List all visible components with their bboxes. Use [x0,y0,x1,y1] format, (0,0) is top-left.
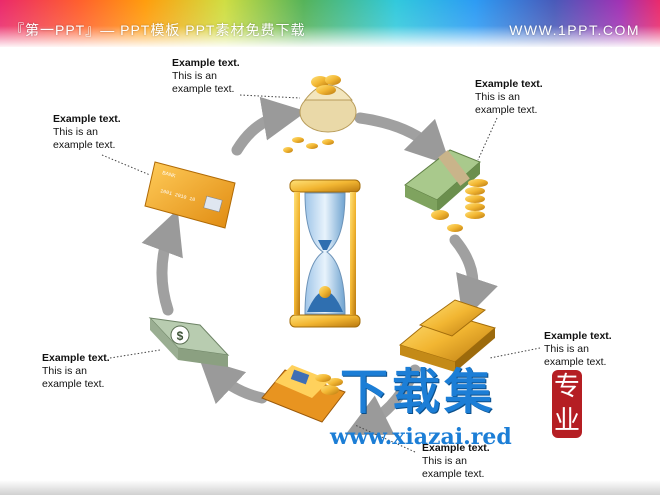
callout-title: Example text. [422,442,490,454]
leader-lines [101,94,541,453]
watermark-url: www.xiazai.red [330,424,512,450]
header-url: WWW.1PPT.COM [509,22,640,38]
watermark-text: 下载集 [340,364,497,420]
callout-title: Example text. [172,57,240,69]
callout-title: Example text. [42,352,110,364]
leader-top-right [477,117,498,161]
callout-line: This is an [475,91,520,103]
callout-title: Example text. [544,330,612,342]
money-bag-icon [283,75,357,153]
leader-top [239,94,301,99]
arrow-bottom-right [345,364,421,435]
callout-line: example text. [544,356,607,368]
callout-line: This is an [172,70,217,82]
leader-bottom [354,424,416,453]
arrow-left [141,209,183,316]
leader-right [489,347,541,359]
callout-title: Example text. [53,113,121,125]
leader-top-left [101,154,151,176]
leader-left [109,349,161,359]
arrow-top-right [354,112,451,166]
bottom-band [0,480,660,495]
credit-card-icon: BANK 1001 2010 10 [144,161,236,229]
callout-bottom: Example text. This is an example text. [422,442,490,481]
callout-top: Example text. This is an example text. [172,57,240,96]
callout-right: Example text. This is an example text. [544,330,612,369]
callout-line: example text. [422,468,485,480]
callout-line: This is an [53,126,98,138]
watermark-seal: 专业 [552,370,582,438]
callout-line: This is an [544,343,589,355]
callout-line: This is an [42,365,87,377]
cash-stack-icon [404,149,488,232]
header-banner: 『第一PPT』— PPT模板 PPT素材免费下载 WWW.1PPT.COM [0,0,660,47]
callout-line: This is an [422,455,467,467]
header-title: 『第一PPT』— PPT模板 PPT素材免费下载 [10,22,306,38]
callout-line: example text. [172,83,235,95]
callout-left: Example text. This is an example text. [42,352,110,391]
hourglass-icon [289,179,361,328]
arrow-right [449,234,498,321]
wallet-icon [261,365,346,423]
callout-line: example text. [42,378,105,390]
arrow-top-left [231,96,307,156]
callout-line: example text. [475,104,538,116]
dollar-bills-icon: $ [148,317,230,367]
card-bank-label: BANK [161,170,176,179]
cycle-arrows [141,96,498,435]
callout-top-left: Example text. This is an example text. [53,113,121,152]
svg-text:$: $ [177,329,184,343]
arrow-bottom-left [199,357,268,405]
callout-top-right: Example text. This is an example text. [475,78,543,117]
gold-bars-icon [398,299,497,372]
callout-line: example text. [53,139,116,151]
callout-title: Example text. [475,78,543,90]
